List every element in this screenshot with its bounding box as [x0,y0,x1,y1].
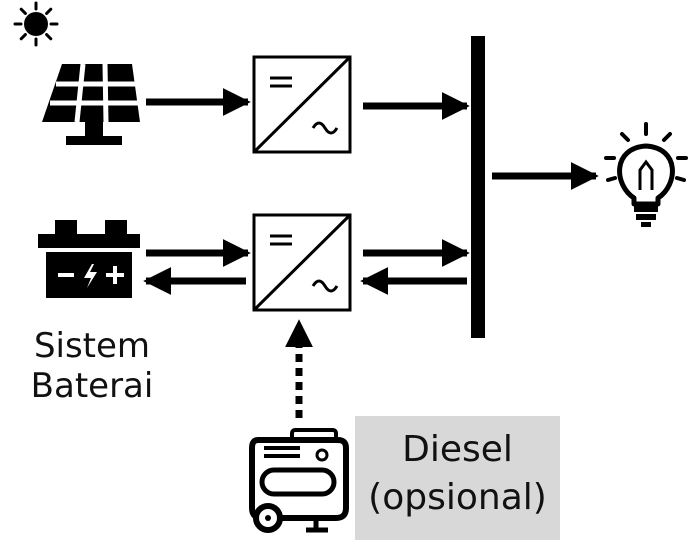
converter-solar [252,55,352,154]
busbar [471,36,485,338]
battery-icon [38,220,140,298]
sun-icon [13,1,59,47]
generator-icon [249,428,349,533]
battery-system-label: Sistem Baterai [22,326,162,406]
diesel-label-box [355,416,560,540]
light-bulb-icon [604,122,688,227]
solar-panel-icon [42,63,140,145]
diesel-label-line-1: Diesel [402,429,513,470]
diesel-label: Diesel (opsional) [355,426,560,522]
battery-label-line-1: Sistem [33,326,151,366]
battery-label-line-2: Baterai [30,366,154,406]
diesel-label-line-2: (opsional) [368,477,547,518]
converter-battery [252,213,352,312]
